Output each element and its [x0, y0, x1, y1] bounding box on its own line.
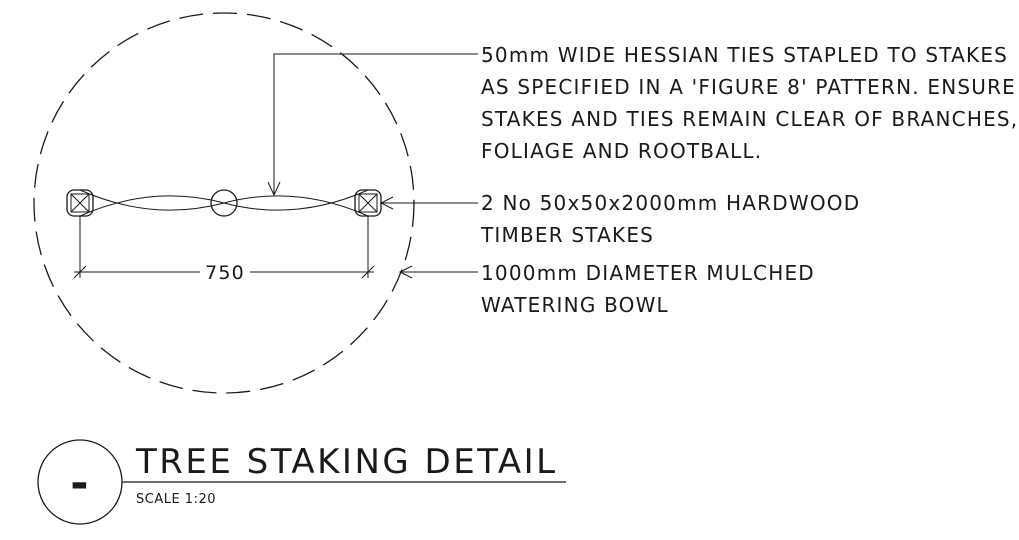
stakes-note-line-1: 2 No 50x50x2000mm HARDWOOD [481, 191, 860, 215]
stakes-note-line-2: TIMBER STAKES [480, 223, 654, 247]
leader-bowl [398, 265, 478, 279]
ties-note: 50mm WIDE HESSIAN TIES STAPLED TO STAKES… [481, 43, 1019, 163]
detail-title: TREE STAKING DETAIL [135, 442, 558, 482]
figure-8-ties [79, 189, 369, 217]
stake-right [354, 189, 382, 217]
leader-ties [267, 53, 478, 197]
stakes-note: 2 No 50x50x2000mm HARDWOOD TIMBER STAKES [480, 191, 868, 247]
ties-note-line-4: FOLIAGE AND ROOTBALL. [481, 139, 762, 163]
tree-trunk [210, 189, 238, 217]
bowl-note: 1000mm DIAMETER MULCHED WATERING BOWL [481, 261, 822, 317]
dimension-label: 750 [205, 262, 245, 284]
bowl-note-line-1: 1000mm DIAMETER MULCHED [481, 261, 815, 285]
detail-scale: SCALE 1:20 [136, 492, 216, 507]
dimension-line [73, 216, 375, 279]
detail-reference: - [70, 458, 89, 509]
ties-note-line-1: 50mm WIDE HESSIAN TIES STAPLED TO STAKES [481, 43, 1008, 67]
ties-note-line-3: STAKES AND TIES REMAIN CLEAR OF BRANCHES… [481, 107, 1018, 131]
ties-note-line-2: AS SPECIFIED IN A 'FIGURE 8' PATTERN. EN… [481, 75, 1016, 99]
stake-left [66, 189, 94, 217]
leader-stakes [379, 196, 478, 210]
title-block: - TREE STAKING DETAIL SCALE 1:20 [37, 439, 566, 525]
bowl-note-line-2: WATERING BOWL [481, 293, 669, 317]
